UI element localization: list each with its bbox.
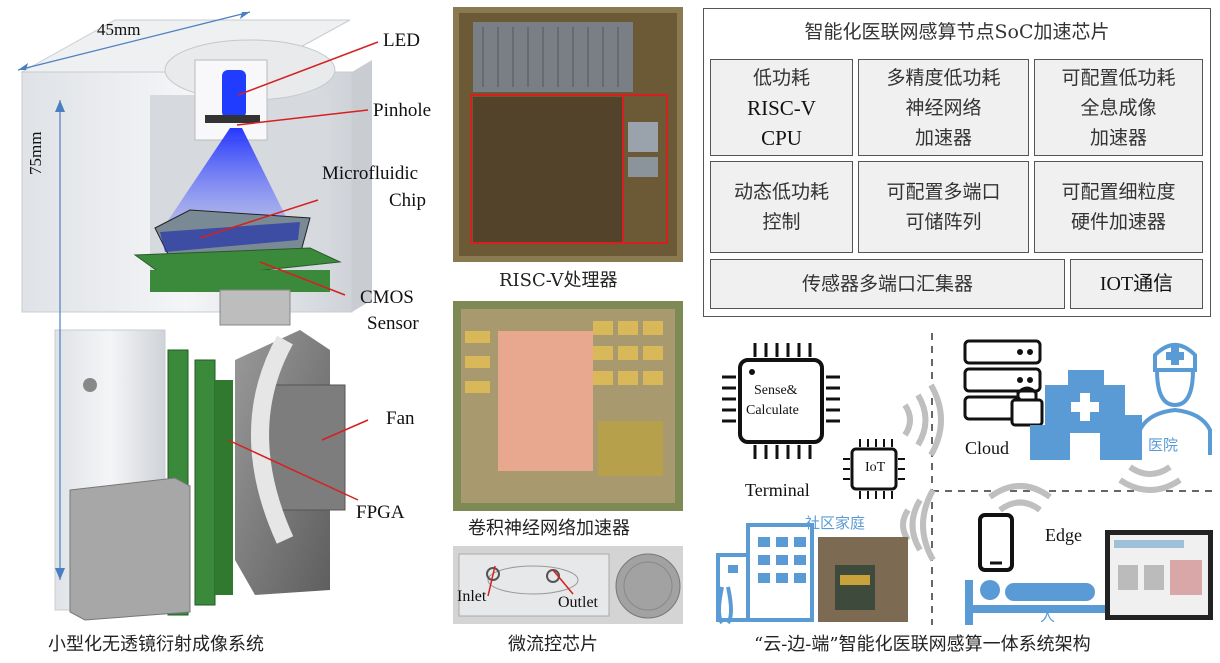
person-label: 人 [1040,607,1056,625]
height-dimension-label: 75mm [26,131,45,175]
microfluidic-label-line1: Microfluidic [322,163,419,184]
cmos-label-line1: CMOS [360,287,414,308]
server-lock-icon [963,339,1044,427]
microfluidic-label-line2: Chip [389,190,426,211]
soc-block-riscv-cpu: 低功耗 RISC-V CPU [710,59,853,156]
community-building-icon [716,523,814,625]
wifi-signal-icon [1118,464,1182,493]
soc-block-hw-accelerator: 可配置细粒度 硬件加速器 [1034,161,1203,253]
hospital-label: 医院 [1148,436,1179,454]
soc-block-text: 加速器 [1089,126,1147,149]
sense-label-line1: Sense& [754,383,798,398]
soc-block-text: 控制 [762,211,801,233]
microfluidic-chip-photo [453,546,683,624]
cloud-label: Cloud [965,438,1010,458]
soc-block-text: IOT通信 [1099,273,1174,295]
cmos-label-line2: Sensor [367,313,419,334]
riscv-caption: RISC-V处理器 [499,270,618,291]
sense-label-line2: Calculate [746,403,799,418]
soc-title: 智能化医联网感算节点SoC加速芯片 [804,21,1110,43]
wifi-signal-icon [902,383,944,457]
phone-icon [978,513,1014,572]
soc-block-text: 可储阵列 [905,211,982,233]
soc-block-nn-accelerator: 多精度低功耗 神经网络 加速器 [858,59,1029,156]
soc-block-text: 全息成像 [1080,96,1157,119]
wifi-signal-icon [988,483,1052,513]
edge-label: Edge [1045,525,1082,545]
soc-block-text: RISC-V [747,95,816,120]
soc-block-text: 可配置细粒度 [1061,181,1176,203]
soc-block-text: 可配置多端口 [886,181,1001,203]
architecture-diagram [716,333,1215,625]
soc-block-sensor-collector: 传感器多端口汇集器 [710,259,1065,309]
community-label: 社区家庭 [805,514,866,532]
soc-block-text: 低功耗 [752,66,810,89]
soc-block-power-control: 动态低功耗 控制 [710,161,853,253]
iot-chip-icon [843,439,905,499]
patient-bed-icon [965,580,1110,625]
terminal-label: Terminal [745,480,810,500]
device-caption: 小型化无透镜衍射成像系统 [48,634,264,655]
soc-block-text: 多精度低功耗 [886,66,1001,89]
sense-calculate-chip-icon [722,343,840,459]
outlet-label: Outlet [558,594,598,611]
architecture-caption: “云-边-端”智能化医联网感算一体系统架构 [754,634,1091,655]
inlet-label: Inlet [457,588,487,605]
soc-block-text: CPU [761,125,802,150]
fan-label: Fan [386,408,415,429]
soc-block-storage-array: 可配置多端口 可储阵列 [858,161,1029,253]
soc-block-text: 动态低功耗 [733,181,829,203]
iot-chip-label: IoT [865,460,886,475]
device-cutaway-illustration [17,11,379,621]
cnn-accelerator-die-photo [453,301,683,511]
riscv-die-photo [453,7,683,262]
soc-block-iot-comm: IOT通信 [1070,259,1203,309]
fpga-label: FPGA [356,502,405,523]
soc-block-text: 加速器 [914,126,972,149]
soc-block-text: 神经网络 [905,96,982,119]
hospital-icon [1030,370,1142,460]
soc-block-diagram: 智能化医联网感算节点SoC加速芯片 低功耗 RISC-V CPU 多精度低功耗 … [703,8,1211,317]
width-dimension-label: 45mm [97,20,141,39]
pinhole-label: Pinhole [373,100,432,121]
soc-block-text: 硬件加速器 [1070,211,1166,233]
microfluidic-caption: 微流控芯片 [508,634,598,655]
soc-block-text: 可配置低功耗 [1061,66,1176,89]
cnn-caption: 卷积神经网络加速器 [468,518,630,539]
led-label: LED [383,30,420,51]
soc-block-holographic-accelerator: 可配置低功耗 全息成像 加速器 [1034,59,1203,156]
